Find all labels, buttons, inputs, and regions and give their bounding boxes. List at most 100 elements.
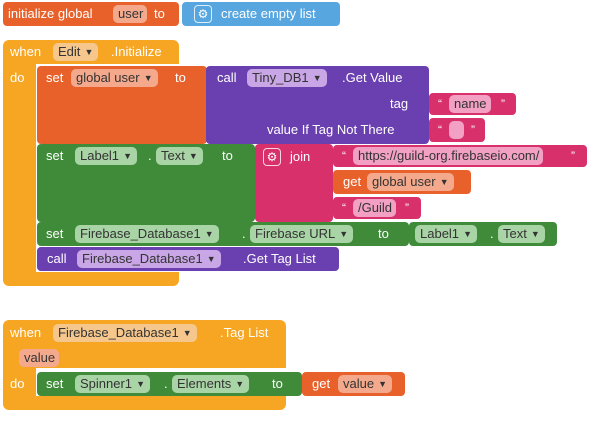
url-text-field[interactable]: https://guild-org.firebaseio.com/ xyxy=(353,147,544,165)
firebase-url-property-dropdown[interactable]: Firebase URL▼ xyxy=(250,225,354,243)
open-quote-icon: “ xyxy=(342,201,346,215)
chevron-down-icon: ▼ xyxy=(182,328,192,338)
guild-text-field[interactable]: /Guild xyxy=(353,199,396,217)
chevron-down-icon: ▼ xyxy=(136,379,146,389)
label1-component-label: Label1 xyxy=(80,148,120,163)
open-quote-icon: “ xyxy=(438,97,442,111)
gear-icon[interactable]: ⚙ xyxy=(263,148,281,166)
edit-component-label: Edit xyxy=(58,44,81,59)
spinner-component-label: Spinner1 xyxy=(80,376,133,391)
call-keyword: call xyxy=(217,70,237,85)
dot-separator: . xyxy=(164,376,168,391)
firebase-url-property-label: Firebase URL xyxy=(255,226,336,241)
default-value-socket-label: value If Tag Not There xyxy=(267,122,395,137)
edit-initialize-event-side xyxy=(3,64,36,276)
global-init-to: to xyxy=(154,6,165,21)
label1-getter-component-label: Label1 xyxy=(420,226,460,241)
dot-separator: . xyxy=(148,148,152,163)
url-text-block[interactable]: “ https://guild-org.firebaseio.com/ ” xyxy=(333,145,587,167)
default-value-field[interactable] xyxy=(449,121,464,139)
chevron-down-icon: ▼ xyxy=(206,254,216,264)
firebase-event-component-dropdown[interactable]: Firebase_Database1▼ xyxy=(53,324,197,342)
tinydb-component-label: Tiny_DB1 xyxy=(252,70,309,85)
global-variable-name-field[interactable]: user xyxy=(113,5,148,23)
to-keyword: to xyxy=(272,376,283,391)
tinydb-get-value-block[interactable]: call Tiny_DB1▼ .Get Value tag value If T… xyxy=(206,66,429,144)
set-firebase-url-block[interactable]: set Firebase_Database1▼ . Firebase URL▼ … xyxy=(37,222,409,246)
get-keyword: get xyxy=(312,376,331,391)
get-value-method: .Get Value xyxy=(342,70,403,85)
to-keyword: to xyxy=(175,70,186,85)
join-keyword: join xyxy=(290,149,311,164)
dot-separator: . xyxy=(490,226,494,241)
set-keyword: set xyxy=(46,226,64,241)
get-keyword: get xyxy=(343,174,362,189)
edit-initialize-event-bottom xyxy=(3,272,179,286)
tag-list-event-bottom xyxy=(3,396,286,410)
label1-component-dropdown[interactable]: Label1▼ xyxy=(75,147,138,165)
chevron-down-icon: ▼ xyxy=(123,151,133,161)
label1-getter-component-dropdown[interactable]: Label1▼ xyxy=(415,225,478,243)
spinner-component-dropdown[interactable]: Spinner1▼ xyxy=(75,375,151,393)
close-quote-icon: ” xyxy=(501,97,505,111)
tag-socket-label: tag xyxy=(390,96,409,111)
do-keyword: do xyxy=(10,376,25,391)
text-property-dropdown[interactable]: Text▼ xyxy=(156,147,203,165)
firebase-component-label: Firebase_Database1 xyxy=(80,226,201,241)
close-quote-icon: ” xyxy=(571,149,575,163)
value-parameter[interactable]: value xyxy=(19,349,60,367)
get-tag-list-method: .Get Tag List xyxy=(243,251,316,266)
call-get-tag-list-block[interactable]: call Firebase_Database1▼ .Get Tag List xyxy=(37,247,339,271)
elements-property-dropdown[interactable]: Elements▼ xyxy=(172,375,250,393)
set-label-text-block[interactable]: set Label1▼ . Text▼ to xyxy=(37,144,255,222)
firebase-call-component-label: Firebase_Database1 xyxy=(82,251,203,266)
elements-property-label: Elements xyxy=(177,376,232,391)
set-global-user-block[interactable]: set global user▼ to xyxy=(37,66,207,144)
call-keyword: call xyxy=(47,251,67,266)
chevron-down-icon: ▼ xyxy=(312,73,322,83)
open-quote-icon: “ xyxy=(342,149,346,163)
global-user-dropdown[interactable]: global user▼ xyxy=(71,69,158,87)
initialize-event-name: .Initialize xyxy=(111,44,162,59)
label1-getter-property-label: Text xyxy=(503,226,527,241)
do-keyword: do xyxy=(10,70,25,85)
chevron-down-icon: ▼ xyxy=(439,177,449,187)
set-keyword: set xyxy=(46,70,64,85)
default-text-block[interactable]: “ ” xyxy=(429,118,485,142)
to-keyword: to xyxy=(378,226,389,241)
tag-name-field[interactable]: name xyxy=(449,95,491,113)
get-value-block[interactable]: get value▼ xyxy=(302,372,405,396)
get-value-dropdown[interactable]: value▼ xyxy=(338,375,393,393)
set-keyword: set xyxy=(46,148,64,163)
chevron-down-icon: ▼ xyxy=(204,229,214,239)
when-keyword: when xyxy=(10,44,42,59)
close-quote-icon: ” xyxy=(405,201,409,215)
get-global-user-label: global user xyxy=(372,174,436,189)
global-init-block[interactable]: initialize global user to xyxy=(3,2,179,26)
label1-getter-property-dropdown[interactable]: Text▼ xyxy=(498,225,545,243)
set-keyword: set xyxy=(46,376,64,391)
edit-component-dropdown[interactable]: Edit▼ xyxy=(53,43,99,61)
label1-text-getter-block[interactable]: Label1▼ . Text▼ xyxy=(409,222,557,246)
get-value-label: value xyxy=(343,376,375,391)
guild-text-block[interactable]: “ /Guild ” xyxy=(333,197,421,219)
join-block[interactable]: ⚙ join xyxy=(255,144,333,222)
get-global-user-block[interactable]: get global user▼ xyxy=(333,170,471,194)
firebase-call-component-dropdown[interactable]: Firebase_Database1▼ xyxy=(77,250,221,268)
chevron-down-icon: ▼ xyxy=(530,229,540,239)
tinydb-component-dropdown[interactable]: Tiny_DB1▼ xyxy=(247,69,327,87)
create-empty-list-block[interactable]: ⚙ create empty list xyxy=(182,2,340,26)
when-keyword: when xyxy=(10,325,42,340)
get-global-user-dropdown[interactable]: global user▼ xyxy=(367,173,454,191)
tag-text-block[interactable]: “ name ” xyxy=(429,93,516,115)
to-keyword: to xyxy=(222,148,233,163)
chevron-down-icon: ▼ xyxy=(143,73,153,83)
tag-list-event-name: .Tag List xyxy=(220,325,269,340)
chevron-down-icon: ▼ xyxy=(339,229,349,239)
set-spinner-elements-block[interactable]: set Spinner1▼ . Elements▼ to xyxy=(37,372,302,396)
global-user-label: global user xyxy=(76,70,140,85)
chevron-down-icon: ▼ xyxy=(378,379,388,389)
firebase-component-dropdown[interactable]: Firebase_Database1▼ xyxy=(75,225,219,243)
global-init-keyword: initialize global xyxy=(8,6,93,21)
gear-icon[interactable]: ⚙ xyxy=(194,5,212,23)
